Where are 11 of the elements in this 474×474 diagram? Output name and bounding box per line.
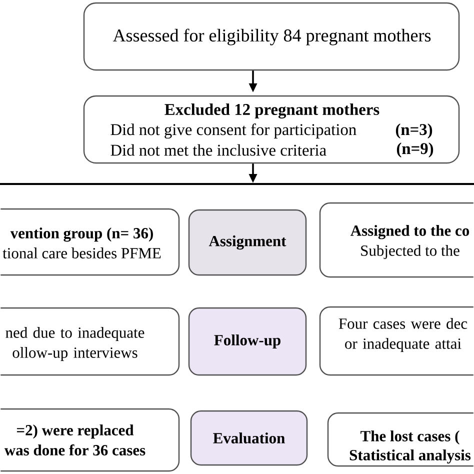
process-box: =2) were replaced was done for 36 cases [0,408,180,472]
process-box: vention group (n= 36) tional care besides PFME [0,208,180,276]
stage-box: Assignment [188,209,307,276]
stage-box: Follow-up [188,307,307,376]
process-box: Assigned to the co Subjected to the [319,202,474,278]
process-box: Assessed for eligibility 84 pregnant mothers [83,2,460,71]
process-box: ned due to inadequate ollow-up interviews [0,307,180,376]
stage-box: Evaluation [190,410,308,466]
process-box: Four cases were dec or inadequate attai [319,306,474,376]
process-box: The lost cases ( Statistical analysis [327,412,474,467]
process-box: Excluded 12 pregnant mothers Did not give consent for participation (n=3) Did not met the inclusive criteria (n=9) [83,95,460,164]
